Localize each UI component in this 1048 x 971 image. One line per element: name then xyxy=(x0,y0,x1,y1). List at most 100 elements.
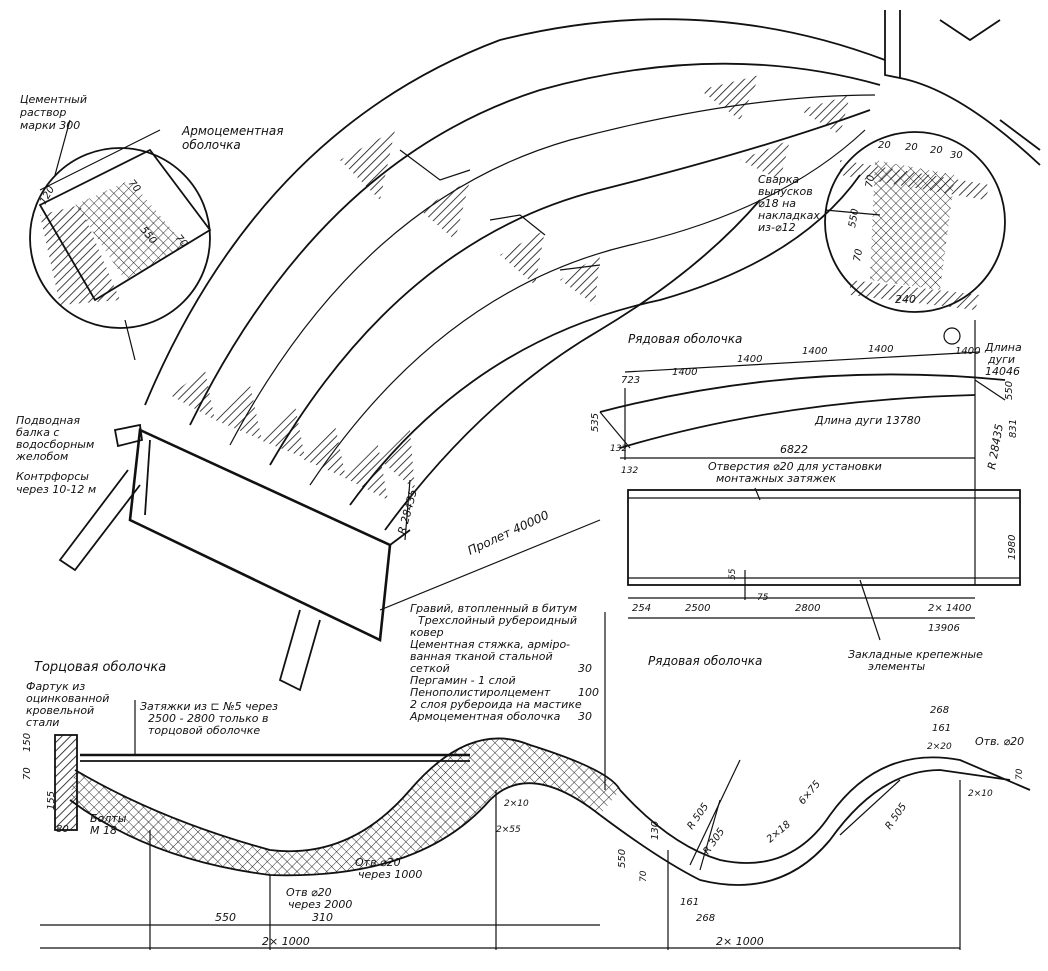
dim-550-b: 550 xyxy=(617,849,628,868)
ties-1: Затяжки из ⊏ №5 через xyxy=(140,700,278,713)
dim-550-row: 550 xyxy=(1004,381,1015,400)
arc-length-1c: 14046 xyxy=(985,365,1020,378)
left-detail: 120 70 550 70 xyxy=(29,119,212,361)
beam-label-1: Подводная xyxy=(16,414,80,427)
layer-10-val: 30 xyxy=(578,710,592,723)
dim-1980: 1980 xyxy=(1007,535,1018,560)
dim-20-c: 20 xyxy=(930,145,943,156)
welding-3: ⌀18 на xyxy=(758,197,796,210)
r-505-b: R 505 xyxy=(883,801,909,831)
holes-note-1: Отверстия ⌀20 для установки xyxy=(708,460,882,473)
dim-254: 254 xyxy=(632,603,651,614)
dim-831: 831 xyxy=(1008,419,1019,438)
dim-1400-4: 1400 xyxy=(868,344,893,355)
dim-2800: 2800 xyxy=(795,603,820,614)
embedded-2: элементы xyxy=(868,660,926,673)
welding-2: выпусков xyxy=(758,185,813,198)
hole-2000-1: Отв ⌀20 xyxy=(286,886,332,899)
hole-1000-1: Отв ⌀20 xyxy=(355,856,401,869)
layer-10: Армоцементная оболочка xyxy=(409,710,561,723)
beam-label-3: водосборным xyxy=(16,438,94,451)
layer-6: сеткой xyxy=(410,662,450,675)
layer-1: Гравий, втопленный в битум xyxy=(410,602,577,615)
welding-1: Сварка xyxy=(758,173,800,186)
row-shell-elevation: Рядовая оболочка 723 1400 1400 1400 1400… xyxy=(590,320,1022,585)
apron-2: оцинкованной xyxy=(26,692,109,705)
dim-2x18: 2×18 xyxy=(765,819,793,845)
ties-3: торцовой оболочке xyxy=(148,724,260,737)
layer-3: ковер xyxy=(410,626,444,639)
layer-8-val: 100 xyxy=(578,686,599,699)
layer-6-val: 30 xyxy=(578,662,592,675)
shell-material-label-1: Армоцементная xyxy=(181,124,283,138)
welding-5: из-⌀12 xyxy=(758,221,796,234)
dim-155: 155 xyxy=(46,791,57,810)
row-shell-title-top: Рядовая оболочка xyxy=(628,332,742,346)
dim-723: 723 xyxy=(621,375,640,386)
arc-length-2: Длина дуги 13780 xyxy=(814,414,921,427)
welding-4: накладках xyxy=(758,209,820,222)
dim-70-s: 70 xyxy=(22,767,33,780)
dim-2x10-b: 2×10 xyxy=(968,789,993,799)
bolts-2: М 18 xyxy=(90,824,117,837)
dim-13906: 13906 xyxy=(928,623,960,634)
apron-4: стали xyxy=(26,716,59,729)
dim-2500: 2500 xyxy=(685,603,710,614)
dim-20-a: 20 xyxy=(878,140,891,151)
right-detail: 20 20 20 30 70 550 70 240 xyxy=(824,131,1006,313)
holes-note-2: монтажных затяжек xyxy=(716,472,836,485)
dim-161-a: 161 xyxy=(680,897,699,908)
row-shell-title-bottom: Рядовая оболочка xyxy=(648,654,762,668)
dim-2x20: 2×20 xyxy=(927,742,952,752)
layer-2: Трехслойный рубероидный xyxy=(418,614,577,627)
layer-5: ванная тканой стальной xyxy=(410,650,553,663)
dim-268-a: 268 xyxy=(696,913,715,924)
dim-535: 535 xyxy=(590,413,601,432)
dim-1400-5: 1400 xyxy=(955,346,980,357)
radius-side: R 28435 xyxy=(985,423,1006,471)
hole-1000-2: через 1000 xyxy=(358,868,422,881)
dim-2x1400: 2× 1400 xyxy=(928,603,971,614)
beam-label-4: желобом xyxy=(15,450,68,463)
buttress-label-2: через 10-12 м xyxy=(16,483,96,496)
layer-8: Пенополистиролцемент xyxy=(410,686,551,699)
dim-6822: 6822 xyxy=(780,443,808,456)
arc-length-1a: Длина xyxy=(984,341,1022,354)
hole-20: Отв. ⌀20 xyxy=(975,735,1024,748)
dim-150: 150 xyxy=(22,733,33,752)
dim-70-d: 70 xyxy=(852,248,865,262)
apron-1: Фартук из xyxy=(26,680,85,693)
dim-70-t: 70 xyxy=(639,870,649,882)
dim-2x55: 2×55 xyxy=(496,825,521,835)
dim-268-b: 268 xyxy=(930,705,949,716)
dim-6x75: 6×75 xyxy=(797,779,823,807)
dim-132-a: 132 xyxy=(610,444,627,454)
embedded-1: Закладные крепежные xyxy=(848,648,983,661)
hole-2000-2: через 2000 xyxy=(288,898,352,911)
dim-1400-1: 1400 xyxy=(672,367,697,378)
end-shell-title: Торцовая оболочка xyxy=(34,660,166,675)
layer-7: Пергамин - 1 слой xyxy=(410,674,516,687)
dim-55: 55 xyxy=(728,568,738,580)
cement-mortar-label-2: раствор xyxy=(19,106,66,119)
r-305: R 305 xyxy=(701,826,727,856)
dim-1400-3: 1400 xyxy=(802,346,827,357)
dim-130: 130 xyxy=(650,821,661,840)
arc-length-1b: дуги xyxy=(987,353,1015,366)
dim-240: 240 xyxy=(895,293,916,306)
apron-3: кровельной xyxy=(26,704,94,717)
dim-2x1000-b: 2× 1000 xyxy=(716,935,764,948)
dim-132-b: 132 xyxy=(621,466,638,476)
cement-mortar-label-1: Цементный xyxy=(20,93,87,106)
dim-310: 310 xyxy=(312,911,333,924)
dim-70-r: 70 xyxy=(1015,768,1025,780)
dim-80: 80 xyxy=(56,824,69,835)
ties-2: 2500 - 2800 только в xyxy=(148,712,268,725)
vault-perspective xyxy=(58,10,1041,692)
dim-2x10: 2×10 xyxy=(504,799,529,809)
buttress-label-1: Контрфорсы xyxy=(16,470,89,483)
dim-161-b: 161 xyxy=(932,723,951,734)
span-label: Пролет 40000 xyxy=(465,508,551,558)
